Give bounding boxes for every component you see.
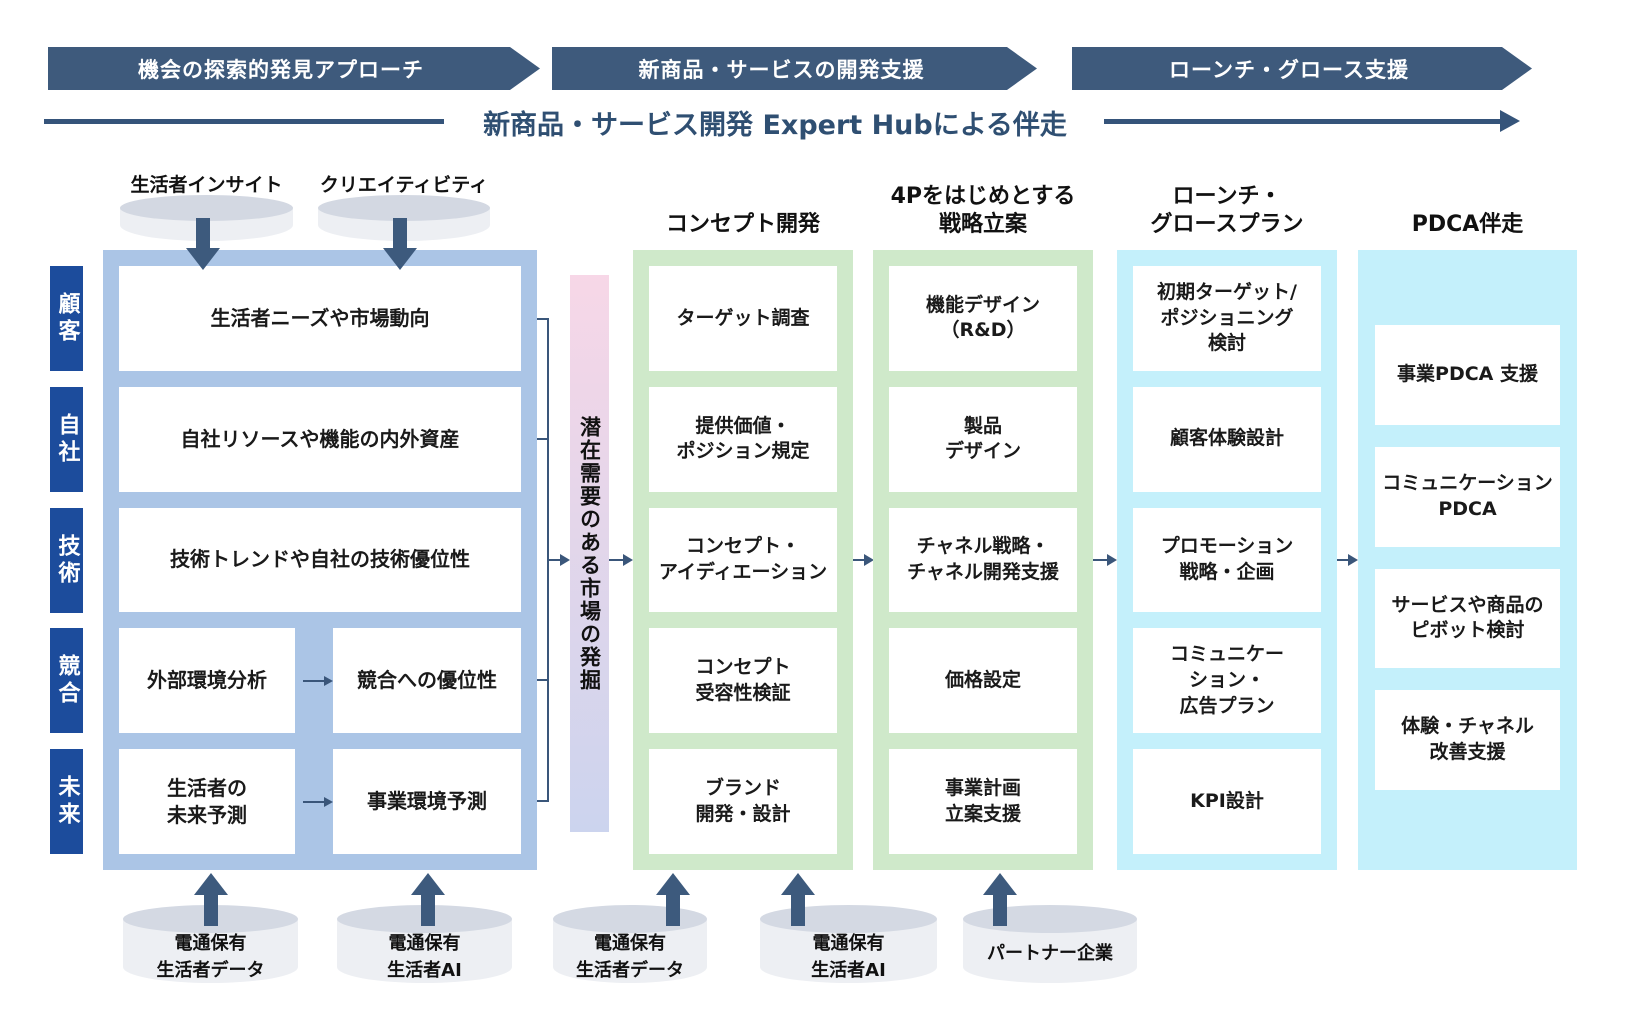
database-cylinder	[123, 905, 298, 985]
process-box: 技術トレンドや自社の技術優位性	[119, 507, 521, 613]
row-label-competition: 競合	[50, 628, 83, 733]
process-box: 競合への優位性	[333, 628, 521, 734]
process-box: 製品 デザイン	[889, 386, 1077, 492]
connector-line	[537, 679, 549, 681]
process-box: 生活者ニーズや市場動向	[119, 266, 521, 371]
connector-line	[537, 800, 549, 802]
timeline-title: 新商品・サービス開発 Expert Hubによる伴走	[483, 110, 1067, 141]
process-box: コミュニケー ション・ 広告プラン	[1133, 628, 1321, 734]
column-header-concept: コンセプト開発	[665, 212, 820, 238]
pdca-column: 事業PDCA 支援 コミュニケーション PDCA サービスや商品の ピボット検討…	[1358, 250, 1577, 870]
process-box: サービスや商品の ピボット検討	[1375, 568, 1560, 669]
column-header-pdca: PDCA伴走	[1411, 212, 1524, 238]
phase-banner-launch: ローンチ・グロース支援	[1072, 47, 1532, 90]
arrow-right-icon	[295, 749, 333, 854]
arrow-right-icon	[549, 554, 570, 566]
process-box: コンセプト・ アイディエーション	[649, 507, 837, 613]
cylinder-label: 電通保有 生活者AI	[811, 933, 886, 981]
row-label-company: 自社	[50, 387, 83, 492]
strategy-column: 機能デザイン （R&D） 製品 デザイン チャネル戦略・ チャネル開発支援 価格…	[873, 250, 1093, 870]
cylinder-label: 生活者インサイト	[130, 174, 283, 196]
process-box: コミュニケーション PDCA	[1375, 446, 1560, 547]
process-box: 事業環境予測	[333, 749, 521, 854]
phase-banner-label: ローンチ・グロース支援	[1169, 57, 1409, 82]
phase-banner-label: 機会の探索的発見アプローチ	[138, 57, 424, 82]
database-cylinder	[760, 905, 937, 985]
row-label-technology: 技術	[50, 508, 83, 613]
process-box: KPI設計	[1133, 749, 1321, 854]
launch-plan-column: 初期ターゲット/ ポジショニング 検討 顧客体験設計 プロモーション 戦略・企画…	[1117, 250, 1337, 870]
process-box: 生活者の 未来予測	[119, 749, 295, 854]
phase-banner-label: 新商品・サービスの開発支援	[638, 57, 925, 82]
arrow-right-icon	[295, 628, 333, 733]
process-box: 事業PDCA 支援	[1375, 325, 1560, 425]
process-box: 自社リソースや機能の内外資産	[119, 386, 521, 492]
database-cylinder	[963, 905, 1137, 985]
cylinder-top	[120, 195, 293, 221]
process-row: 外部環境分析 競合への優位性	[119, 628, 521, 734]
database-cylinder	[553, 905, 707, 985]
phase-banner-development: 新商品・サービスの開発支援	[552, 47, 1037, 90]
cylinder-label: 電通保有 生活者データ	[576, 933, 684, 981]
process-box: コンセプト 受容性検証	[649, 628, 837, 734]
arrow-right-icon	[609, 554, 633, 566]
column-header-launch-plan: ローンチ・ グロースプラン	[1150, 183, 1304, 238]
process-box: チャネル戦略・ チャネル開発支援	[889, 507, 1077, 613]
process-box: 外部環境分析	[119, 628, 295, 734]
process-box: 体験・チャネル 改善支援	[1375, 690, 1560, 790]
process-box: 事業計画 立案支援	[889, 749, 1077, 854]
cylinder-top	[963, 905, 1137, 933]
row-label-future: 未来	[50, 749, 83, 854]
phase-banner-discovery: 機会の探索的発見アプローチ	[48, 47, 540, 90]
timeline-arrowhead-icon	[1500, 110, 1520, 132]
process-box: 提供価値・ ポジション規定	[649, 386, 837, 492]
arrow-right-icon	[853, 554, 874, 566]
cylinder-top	[553, 905, 707, 933]
arrow-right-icon	[1093, 554, 1117, 566]
row-label-customer: 顧客	[50, 266, 83, 371]
timeline-line-right	[1104, 119, 1502, 124]
cylinder-top	[318, 195, 490, 221]
latent-market-label: 潜在需要のある市場の発掘	[577, 415, 602, 692]
latent-market-bar: 潜在需要のある市場の発掘	[570, 275, 609, 832]
process-box: プロモーション 戦略・企画	[1133, 507, 1321, 613]
concept-column: ターゲット調査 提供価値・ ポジション規定 コンセプト・ アイディエーション コ…	[633, 250, 853, 870]
discovery-container: 生活者ニーズや市場動向 自社リソースや機能の内外資産 技術トレンドや自社の技術優…	[103, 250, 537, 870]
cylinder-label: パートナー企業	[987, 943, 1113, 964]
process-box: ブランド 開発・設計	[649, 749, 837, 854]
timeline-line-left	[44, 119, 444, 124]
connector-line	[537, 438, 549, 440]
connector-line	[537, 318, 549, 320]
cylinder-top	[760, 905, 937, 933]
process-row: 生活者の 未来予測 事業環境予測	[119, 749, 521, 854]
process-box: 顧客体験設計	[1133, 386, 1321, 492]
cylinder-label: 電通保有 生活者データ	[156, 933, 265, 981]
cylinder-label: クリエイティビティ	[319, 174, 489, 196]
arrow-right-icon	[1337, 554, 1358, 566]
process-box: ターゲット調査	[649, 266, 837, 371]
process-box: 価格設定	[889, 628, 1077, 734]
database-cylinder	[120, 195, 293, 243]
column-header-4p: 4Pをはじめとする 戦略立案	[890, 183, 1076, 238]
connector-line	[547, 318, 549, 802]
process-box: 機能デザイン （R&D）	[889, 266, 1077, 371]
cylinder-label: 電通保有 生活者AI	[387, 933, 462, 981]
process-box: 初期ターゲット/ ポジショニング 検討	[1133, 266, 1321, 371]
